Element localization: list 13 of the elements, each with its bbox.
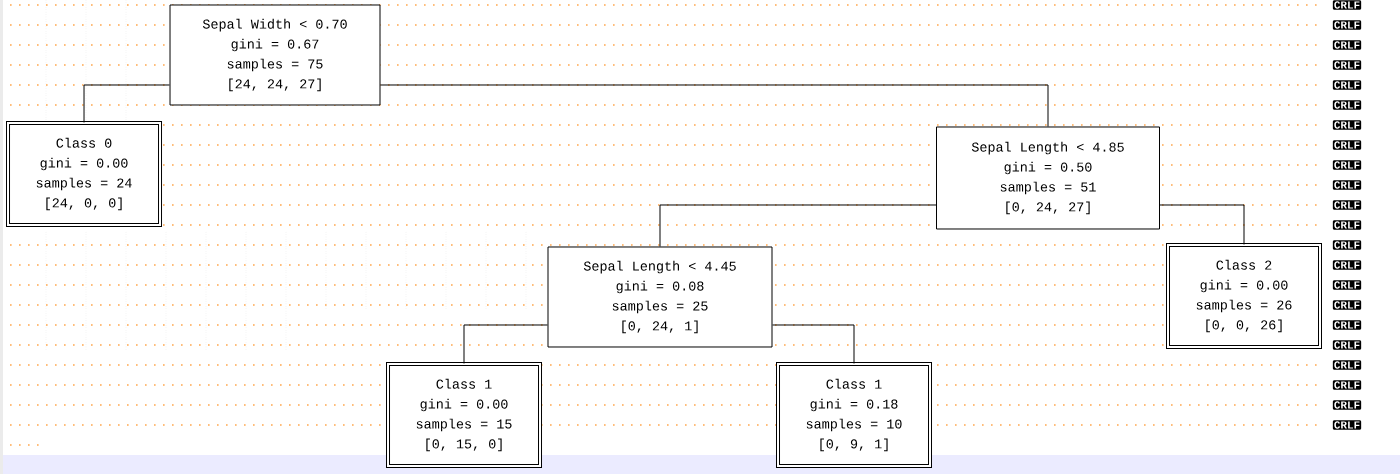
split-box: Sepal Length < 4.45 gini = 0.08 samples = 25 [0, 24, 1]	[547, 246, 773, 348]
connector-line	[463, 324, 548, 364]
connector-line	[1159, 204, 1245, 245]
leaf-box: Class 2 gini = 0.00 samples = 26 [0, 0, 26]	[1166, 243, 1322, 349]
leaf-box: Class 1 gini = 0.18 samples = 10 [0, 9, 1]	[776, 362, 932, 468]
leaf-box: Class 1 gini = 0.00 samples = 15 [0, 15, 0]	[386, 362, 542, 468]
leaf-box: Class 0 gini = 0.00 samples = 24 [24, 0, 0]	[6, 121, 162, 227]
connector-line	[659, 204, 937, 247]
connector-line	[83, 84, 170, 123]
split-box: Sepal Length < 4.85 gini = 0.50 samples = 51 [0, 24, 27]	[936, 126, 1160, 230]
connector-line	[772, 324, 855, 364]
connector-line	[380, 84, 1049, 127]
split-box: Sepal Width < 0.70 gini = 0.67 samples = 75 [24, 24, 27]	[169, 4, 381, 106]
